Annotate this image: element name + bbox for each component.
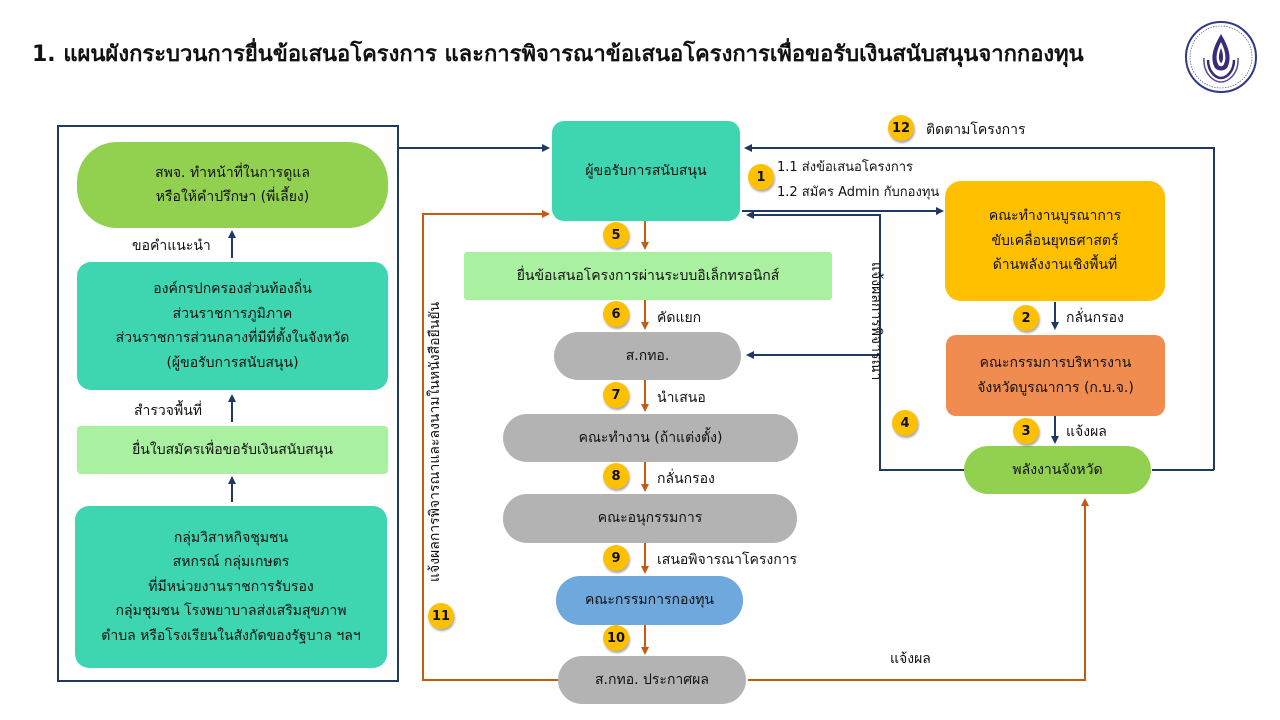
line-step4 <box>746 211 965 471</box>
fund-committee-box: คณะกรรมการกองทุน <box>556 576 743 625</box>
office-label: ส.กทอ. <box>625 347 670 364</box>
integration-line3: ด้านพลังงานเชิงพื้นที่ <box>992 257 1118 274</box>
local-org-line1: องค์กรปกครองส่วนท้องถิ่น <box>153 281 312 297</box>
integration-box: คณะทำงานบูรณาการ ขับเคลื่อนยุทธศาสตร์ ด้… <box>945 181 1165 301</box>
survey-label: สำรวจพื้นที่ <box>134 403 203 419</box>
community-group-box: กลุ่มวิสาหกิจชุมชน สหกรณ์ กลุ่มเกษตร ที่… <box>75 506 387 668</box>
step-badge-3: 3 <box>1013 418 1039 444</box>
subcommittee-box: คณะอนุกรรมการ <box>503 494 797 543</box>
step-badge-2: 2 <box>1013 305 1039 331</box>
step-badge-5: 5 <box>603 222 629 248</box>
submit-online-box: ยื่นข้อเสนอโครงการผ่านระบบอิเล็กทรอนิกส์ <box>464 252 832 300</box>
step-badge-6: 6 <box>603 301 629 327</box>
apply-label: ยื่นใบสมัครเพื่อขอรับเงินสนับสนุน <box>132 441 333 458</box>
step-badge-11: 11 <box>428 603 454 629</box>
mentor-line2: หรือให้คำปรึกษา (พี่เลี้ยง) <box>155 189 310 205</box>
filter-label-right: กลั่นกรอง <box>1066 310 1124 326</box>
announce-box: ส.กทอ. ประกาศผล <box>558 656 746 704</box>
line-notify-result <box>748 498 1089 681</box>
local-org-line2: ส่วนราชการภูมิภาค <box>172 305 293 322</box>
notify-result-label: แจ้งผล <box>890 651 931 667</box>
local-org-box: องค์กรปกครองส่วนท้องถิ่น ส่วนราชการภูมิภ… <box>77 262 388 390</box>
step-badge-7: 7 <box>603 382 629 408</box>
step-badge-10: 10 <box>603 625 629 651</box>
line-follow-project <box>744 144 1215 470</box>
step-badge-1: 1 <box>748 164 774 190</box>
pbj-committee-box: คณะกรรมการบริหารงาน จังหวัดบูรณาการ (ก.บ… <box>946 335 1165 416</box>
local-org-line3: ส่วนราชการส่วนกลางที่มีที่ตั้งในจังหวัด <box>115 330 350 346</box>
propose-label: เสนอพิจารณาโครงการ <box>657 552 798 568</box>
present-label: นำเสนอ <box>657 390 706 406</box>
notify-label: แจ้งผล <box>1066 424 1107 440</box>
step-badge-8: 8 <box>603 463 629 489</box>
working-group-box: คณะทำงาน (ถ้าแต่งตั้ง) <box>503 414 798 462</box>
provincial-energy-box: พลังงานจังหวัด <box>964 446 1151 494</box>
integration-line2: ขับเคลื่อนยุทธศาสตร์ <box>991 232 1119 249</box>
step1-line1: 1.1 ส่งข้อเสนอโครงการ <box>777 160 914 175</box>
provincial-energy-label: พลังงานจังหวัด <box>1012 461 1103 478</box>
community-line1: กลุ่มวิสาหกิจชุมชน <box>173 529 289 546</box>
applicant-box: ผู้ขอรับการสนับสนุน <box>552 121 740 221</box>
right-vertical-label: แจ้งผลการพิจารณา <box>868 262 884 381</box>
fund-committee-label: คณะกรรมการกองทุน <box>585 592 714 609</box>
community-line3: ที่มีหน่วยงานราชการรับรอง <box>148 578 314 595</box>
follow-project-label: ติดตามโครงการ <box>926 122 1026 138</box>
applicant-label: ผู้ขอรับการสนับสนุน <box>585 162 707 179</box>
step-badge-4: 4 <box>892 410 918 436</box>
left-group-frame <box>57 125 399 682</box>
community-line5: ตำบล หรือโรงเรียนในสังกัดของรัฐบาล ฯลฯ <box>101 627 361 644</box>
left-vertical-label: แจ้งผลการพิจารณาและลงนามในหนังสือยืนยัน <box>427 301 443 582</box>
line-step11 <box>422 210 558 681</box>
advice-label: ขอคำแนะนำ <box>132 238 211 254</box>
step1-line2: 1.2 สมัคร Admin กับกองทุน <box>777 185 940 200</box>
community-line4: กลุ่มชุมชน โรงพยาบาลส่งเสริมสุขภาพ <box>115 603 347 620</box>
filter-label-center: กลั่นกรอง <box>657 471 715 487</box>
step-badge-12: 12 <box>888 115 914 141</box>
office-box: ส.กทอ. <box>554 332 741 380</box>
pbj-line1: คณะกรรมการบริหารงาน <box>979 355 1132 371</box>
mentor-box: สพจ. ทำหน้าที่ในการดูแล หรือให้คำปรึกษา … <box>77 142 388 228</box>
page-title: 1. แผนผังกระบวนการยื่นข้อเสนอโครงการ และ… <box>32 42 1084 67</box>
fund-logo <box>1185 21 1257 93</box>
announce-label: ส.กทอ. ประกาศผล <box>595 671 709 688</box>
step-badge-9: 9 <box>603 545 629 571</box>
subcommittee-label: คณะอนุกรรมการ <box>597 510 703 527</box>
integration-line1: คณะทำงานบูรณาการ <box>988 208 1122 225</box>
pbj-line2: จังหวัดบูรณาการ (ก.บ.จ.) <box>977 379 1134 396</box>
apply-box: ยื่นใบสมัครเพื่อขอรับเงินสนับสนุน <box>77 426 388 474</box>
mentor-line1: สพจ. ทำหน้าที่ในการดูแล <box>155 164 310 181</box>
community-line2: สหกรณ์ กลุ่มเกษตร <box>172 554 290 571</box>
submit-online-label: ยื่นข้อเสนอโครงการผ่านระบบอิเล็กทรอนิกส์ <box>516 267 780 284</box>
screen-label: คัดแยก <box>657 310 702 326</box>
local-org-line4: (ผู้ขอรับการสนับสนุน) <box>166 354 299 371</box>
working-group-label: คณะทำงาน (ถ้าแต่งตั้ง) <box>578 429 723 446</box>
